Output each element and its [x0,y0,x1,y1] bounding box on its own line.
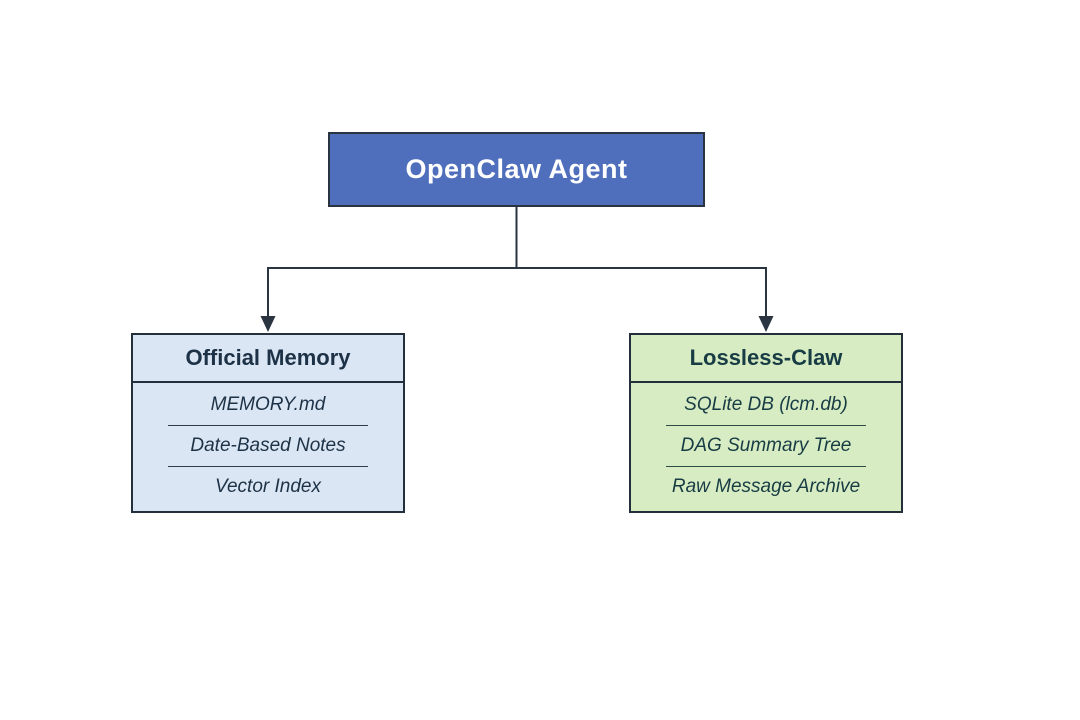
lossless-claw-item-list: SQLite DB (lcm.db) DAG Summary Tree Raw … [631,383,901,511]
official-memory-item-list: MEMORY.md Date-Based Notes Vector Index [133,383,403,511]
list-item: Date-Based Notes [190,434,346,456]
list-item: Vector Index [215,475,321,497]
node-official-memory: Official Memory MEMORY.md Date-Based Not… [131,333,405,513]
left-arrowhead-icon [260,316,276,332]
node-lossless-claw: Lossless-Claw SQLite DB (lcm.db) DAG Sum… [629,333,903,513]
item-divider [666,465,866,467]
right-arrowhead-icon [758,316,774,332]
item-divider [168,465,368,467]
list-item: DAG Summary Tree [680,434,852,456]
item-divider [666,424,866,426]
root-node-openclaw-agent: OpenClaw Agent [328,132,705,207]
item-divider [168,424,368,426]
list-item: MEMORY.md [210,393,326,415]
list-item: Raw Message Archive [671,475,861,497]
root-node-label: OpenClaw Agent [405,154,628,184]
node-official-memory-title: Official Memory [133,335,403,383]
node-lossless-claw-title: Lossless-Claw [631,335,901,383]
list-item: SQLite DB (lcm.db) [684,393,848,415]
